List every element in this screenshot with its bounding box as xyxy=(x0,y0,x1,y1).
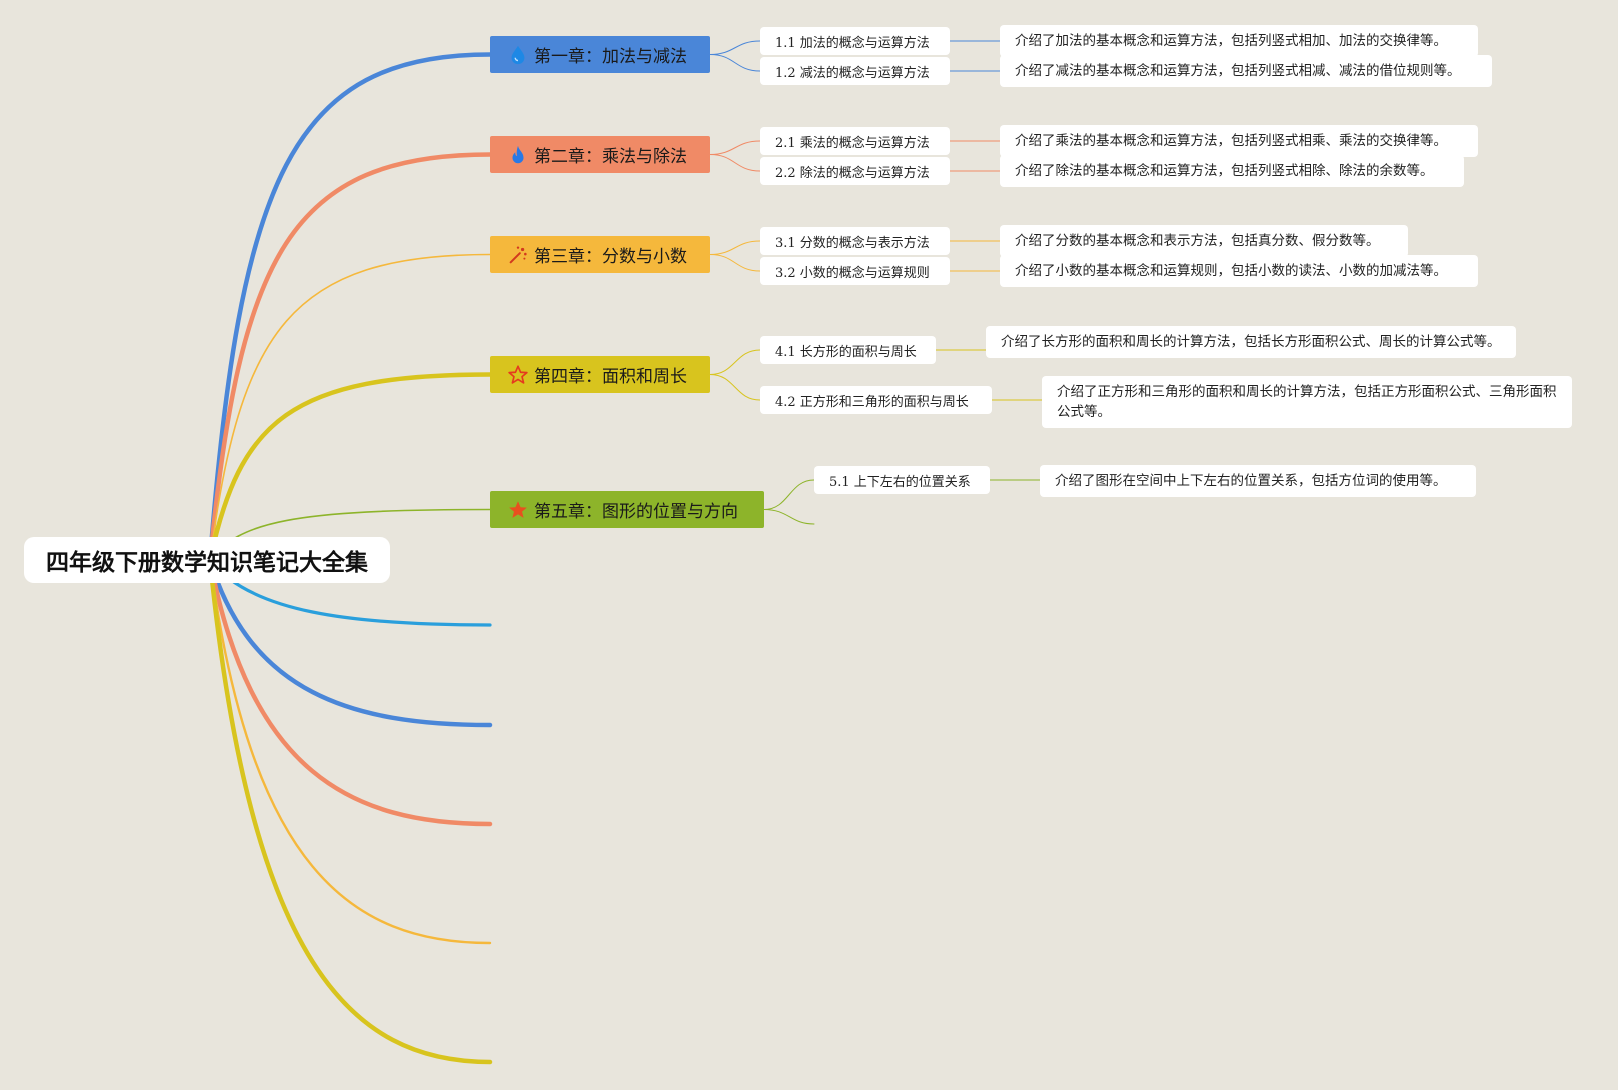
sub-line-1-1 xyxy=(709,40,761,55)
chapter-2-label: 第二章：乘法与除法 xyxy=(534,147,687,167)
subtopic-4-1[interactable]: 4.1 长方形的面积与周长 xyxy=(760,336,936,364)
description-2-1[interactable]: 介绍了乘法的基本概念和运算方法，包括列竖式相乘、乘法的交换律等。 xyxy=(1000,125,1478,157)
sub-line-2-2 xyxy=(709,154,761,172)
subtopic-1-1[interactable]: 1.1 加法的概念与运算方法 xyxy=(760,27,950,55)
description-3-2[interactable]: 介绍了小数的基本概念和运算规则，包括小数的读法、小数的加减法等。 xyxy=(1000,255,1478,287)
sub-line-3-1 xyxy=(709,240,761,255)
description-2-2[interactable]: 介绍了除法的基本概念和运算方法，包括列竖式相除、除法的余数等。 xyxy=(1000,155,1464,187)
flame-icon xyxy=(506,143,530,167)
branch-line-empty-2 xyxy=(207,557,493,728)
branch-line-chapter-3 xyxy=(209,253,491,561)
subtopic-2-1[interactable]: 2.1 乘法的概念与运算方法 xyxy=(760,127,950,155)
chapter-4-label: 第四章：面积和周长 xyxy=(534,367,687,387)
description-4-2[interactable]: 介绍了正方形和三角形的面积和周长的计算方法，包括正方形面积公式、三角形面积公式等… xyxy=(1042,376,1572,428)
description-3-1[interactable]: 介绍了分数的基本概念和表示方法，包括真分数、假分数等。 xyxy=(1000,225,1408,257)
chapter-1-label: 第一章：加法与减法 xyxy=(534,47,687,67)
sub-line-5-stub xyxy=(763,509,815,525)
root-title: 四年级下册数学知识笔记大全集 xyxy=(46,550,368,576)
subtopic-4-2[interactable]: 4.2 正方形和三角形的面积与周长 xyxy=(760,386,992,414)
branch-line-chapter-1 xyxy=(207,52,493,563)
chapter-1-node[interactable]: 第一章：加法与减法 xyxy=(490,36,710,73)
sub-line-4-2 xyxy=(709,374,761,401)
subtopic-3-1[interactable]: 3.1 分数的概念与表示方法 xyxy=(760,227,950,255)
chapter-3-label: 第三章：分数与小数 xyxy=(534,247,687,267)
subtopic-1-2[interactable]: 1.2 减法的概念与运算方法 xyxy=(760,57,950,85)
sub-line-2-1 xyxy=(709,140,761,155)
description-4-1[interactable]: 介绍了长方形的面积和周长的计算方法，包括长方形面积公式、周长的计算公式等。 xyxy=(986,326,1516,358)
branch-line-chapter-2 xyxy=(207,152,493,563)
branch-line-chapter-4 xyxy=(207,372,493,563)
sparkle-icon xyxy=(506,243,530,267)
chapter-2-node[interactable]: 第二章：乘法与除法 xyxy=(490,136,710,173)
chapter-3-node[interactable]: 第三章：分数与小数 xyxy=(490,236,710,273)
water-drop-icon xyxy=(506,43,530,67)
chapter-4-node[interactable]: 第四章：面积和周长 xyxy=(490,356,710,393)
chapter-5-label: 第五章：图形的位置与方向 xyxy=(534,502,738,522)
subtopic-5-1[interactable]: 5.1 上下左右的位置关系 xyxy=(814,466,990,494)
root-topic[interactable]: 四年级下册数学知识笔记大全集 xyxy=(24,537,390,583)
description-1-1[interactable]: 介绍了加法的基本概念和运算方法，包括列竖式相加、加法的交换律等。 xyxy=(1000,25,1478,57)
branch-line-empty-3 xyxy=(207,557,493,827)
subtopic-3-2[interactable]: 3.2 小数的概念与运算规则 xyxy=(760,257,950,285)
star-filled-icon xyxy=(506,498,530,522)
sub-line-3-2 xyxy=(709,254,761,272)
subtopic-2-2[interactable]: 2.2 除法的概念与运算方法 xyxy=(760,157,950,185)
sub-line-4-1 xyxy=(709,349,761,375)
sub-line-5-1 xyxy=(763,479,815,510)
branch-line-empty-4 xyxy=(208,558,492,945)
description-1-2[interactable]: 介绍了减法的基本概念和运算方法，包括列竖式相减、减法的借位规则等。 xyxy=(1000,55,1492,87)
description-5-1[interactable]: 介绍了图形在空间中上下左右的位置关系，包括方位词的使用等。 xyxy=(1040,465,1476,497)
branch-line-empty-5 xyxy=(207,557,493,1065)
chapter-5-node[interactable]: 第五章：图形的位置与方向 xyxy=(490,491,764,528)
star-outline-icon xyxy=(506,363,530,387)
sub-line-1-2 xyxy=(709,54,761,72)
